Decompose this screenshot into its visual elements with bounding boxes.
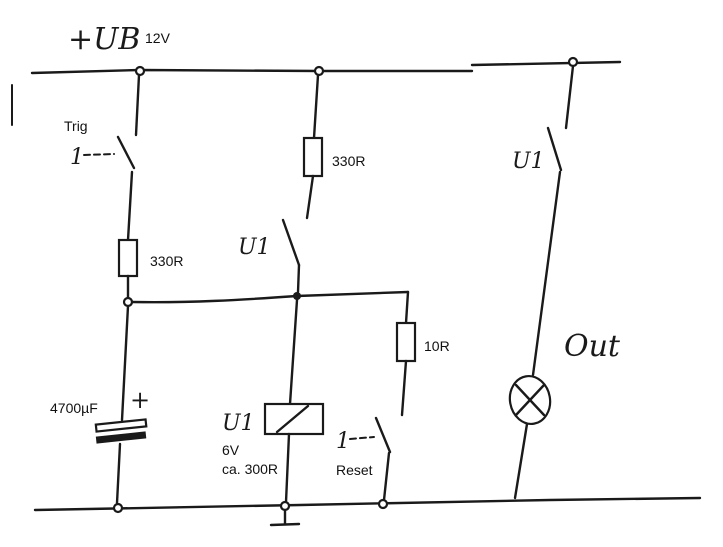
resistor-right-value: 10R	[424, 338, 450, 354]
reset-stub: 1	[336, 429, 350, 454]
wire-mid-4	[288, 298, 299, 406]
wire-right-1	[564, 64, 575, 130]
junction-top-mid	[313, 65, 325, 77]
wire-left-2	[126, 170, 134, 242]
capacitor-value: 4700µF	[50, 400, 98, 416]
resistor-left	[117, 238, 139, 278]
u1-contact-mid-blade	[281, 218, 301, 267]
junction-bottom-reset	[377, 498, 389, 510]
relay-resistance: ca. 300R	[222, 461, 278, 477]
reset-switch-blade	[374, 416, 392, 454]
wire-mid-5	[284, 432, 291, 504]
resistor-mid-value: 330R	[332, 153, 365, 169]
junction-top-left	[134, 65, 146, 77]
reset-label: Reset	[336, 462, 373, 478]
relay-name: U1	[222, 411, 255, 436]
relay-coil-slash	[275, 404, 310, 434]
wire-right-2	[531, 170, 562, 377]
ground-rail	[33, 496, 702, 512]
wire-mid-1	[312, 73, 320, 140]
capacitor-plate-bottom	[95, 431, 147, 444]
wire-r10-2	[400, 359, 408, 417]
wire-mid-2	[305, 174, 315, 220]
capacitor-polarity: +	[130, 386, 150, 414]
reset-actuator	[349, 436, 375, 440]
capacitor-plate-top	[94, 418, 148, 433]
trigger-stub: 1	[70, 145, 84, 170]
wire-left-4	[120, 304, 130, 422]
u1-contact-mid-label: U1	[238, 235, 271, 260]
resistor-right	[395, 321, 417, 363]
trigger-label: Trig	[64, 118, 88, 134]
junction-bottom-left	[112, 502, 124, 514]
u1-contact-right-label: U1	[512, 149, 545, 174]
supply-voltage: 12V	[145, 30, 171, 46]
trigger-actuator	[83, 153, 115, 156]
mid-bus	[130, 290, 410, 304]
relay-voltage: 6V	[222, 442, 240, 458]
u1-contact-right-blade	[546, 126, 563, 172]
output-label: Out	[564, 329, 621, 364]
wire-r10-1	[404, 290, 410, 325]
supply-rail-right	[470, 60, 622, 67]
wire-r10-3	[382, 451, 391, 502]
wire-mid-3	[296, 263, 301, 294]
lamp-cross-2	[514, 383, 546, 417]
wire-left-5	[115, 442, 122, 505]
supply-rail	[30, 68, 474, 75]
trigger-switch-blade	[116, 135, 136, 170]
resistor-left-value: 330R	[150, 253, 183, 269]
resistor-mid	[302, 136, 324, 178]
ground-bar	[269, 522, 301, 527]
wire-left-1	[134, 73, 141, 137]
wire-right-3	[513, 422, 529, 500]
junction-mid	[293, 292, 301, 300]
supply-symbol: +UB	[68, 22, 140, 57]
